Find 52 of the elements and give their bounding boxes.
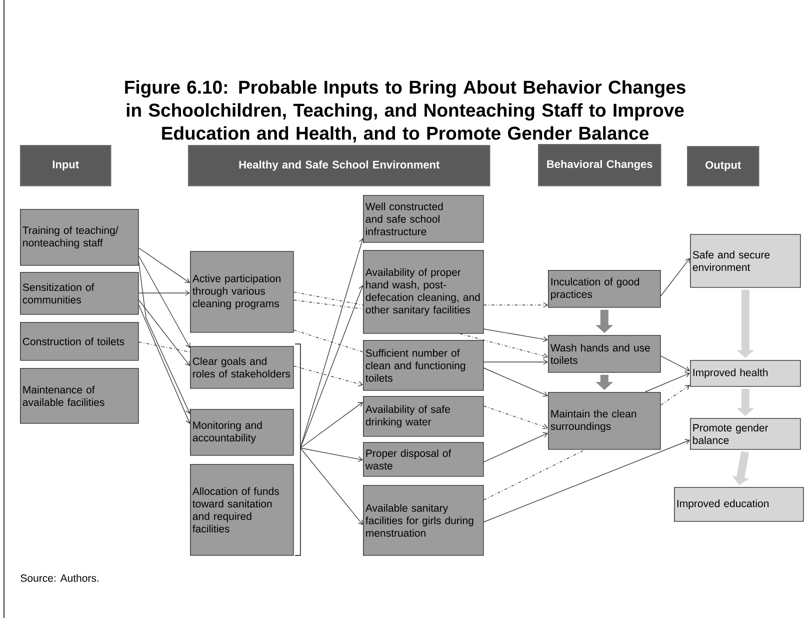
arrow [300,285,364,448]
arrow [660,356,690,372]
process-box: Active participation through various cleaning programs [190,251,294,333]
arrow [300,402,363,448]
process-box: Sufficient number of clean and functioning toilets [363,340,484,391]
arrow [483,406,548,430]
process-box: Maintain the clean surroundings [548,392,661,450]
arrow [483,432,548,462]
arrow [460,333,548,359]
column-header: Input [20,145,112,186]
arrow [138,304,191,424]
figure-title: Figure 6.10: Probable Inputs to Bring About Behavior Changes in Schoolchildren, Teaching, and Nonteaching Staff to Improve Education and Health, and to Promote Gender Balance [125,80,686,142]
arrow [660,385,690,406]
arrow [300,238,364,448]
process-box: Availability of proper hand wash, post-defecation cleaning, and other sanitary facilities [363,250,484,334]
arrow [300,448,363,462]
process-box: Wash hands and use toilets [548,335,661,373]
process-box: Maintenance of available facilities [20,368,139,424]
outcome-box: Promote gender balance [690,418,801,450]
outcome-box: Improved health [690,360,801,387]
process-box: Inculcation of good practices [548,270,661,308]
bracket [294,344,301,556]
column-header: Behavioral Changes [538,144,662,186]
arrow [644,372,690,392]
arrow [300,448,363,525]
arrow [483,328,548,342]
column-header: Healthy and Safe School Environment [188,145,490,186]
process-box: Proper disposal of waste [363,442,484,477]
process-box: Construction of toilets [20,322,139,361]
process-box: Availability of safe drinking water [363,396,484,437]
arrow [483,302,548,308]
process-box: Allocation of funds toward sanitation and required facilities [190,464,294,556]
process-box: Sensitization of communities [20,272,139,315]
arrow [138,290,190,296]
arrow [138,300,190,366]
process-box: Monitoring and accountability [190,409,294,456]
outcome-box: Safe and secure environment [690,234,801,288]
arrow [138,256,190,348]
column-header: Output [687,146,760,186]
process-box: Available sanitary facilities for girls during menstruation [363,485,484,556]
arrow [293,366,363,387]
arrow [483,368,548,397]
outcome-box: Improved education [674,487,804,522]
process-box: Clear goals and roles of stakeholders [190,346,294,389]
process-box: Well constructed and safe school infrastructure [363,195,484,243]
arrow [138,248,190,283]
arrow [660,258,690,296]
arrow [483,439,690,522]
process-box: Training of teaching/ nonteaching staff [20,209,139,266]
arrow [138,262,191,414]
arrow [483,359,548,365]
source-note: Source: Authors. [20,574,98,582]
